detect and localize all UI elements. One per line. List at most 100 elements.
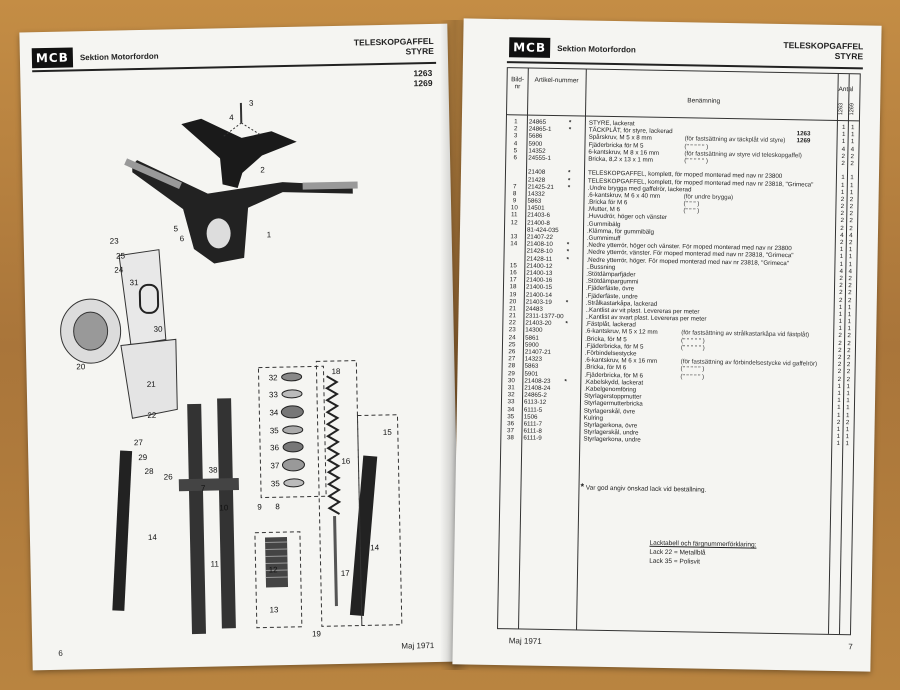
cell-star: *: [567, 169, 571, 177]
header-artikel-nummer: Artikel-nummer: [534, 76, 579, 85]
svg-text:18: 18: [331, 367, 341, 376]
lacquer-35: Lack 35 = Polisvit: [649, 557, 701, 566]
svg-text:29: 29: [138, 453, 148, 462]
table-header: Bild-nr Artikel-nummer Benämning Antal 1…: [506, 68, 860, 122]
cell-star: *: [565, 298, 569, 306]
right-grip: [302, 181, 358, 190]
cell-star: *: [568, 126, 572, 134]
footnote: * Var god angiv önskad lack vid beställn…: [580, 482, 706, 494]
svg-text:2: 2: [260, 165, 265, 174]
svg-text:25: 25: [116, 251, 126, 260]
left-page-date: Maj 1971: [401, 640, 435, 651]
mcb-logo: MCB: [31, 47, 74, 69]
svg-text:27: 27: [134, 438, 144, 447]
svg-text:24: 24: [114, 265, 124, 274]
parts-table: Bild-nr Artikel-nummer Benämning Antal 1…: [497, 67, 861, 636]
left-page: MCB Sektion Motorfordon TELESKOPGAFFEL S…: [19, 23, 461, 671]
lower-bridge-part: [178, 478, 239, 492]
svg-text:36: 36: [270, 443, 280, 452]
handlebar-cover-part: [181, 118, 297, 189]
lower-outer-tube-left: [112, 450, 133, 611]
svg-text:20: 20: [76, 362, 86, 371]
header-antal: Antal: [838, 85, 854, 94]
lacquer-table: Lacktabell och färgnummerförklaring: Lac…: [649, 539, 756, 568]
section-label: Sektion Motorfordon: [79, 51, 159, 63]
svg-text:14: 14: [370, 543, 380, 552]
svg-text:31: 31: [130, 278, 140, 287]
title-line-1-right: TELESKOPGAFFEL: [783, 39, 864, 52]
svg-text:22: 22: [147, 411, 157, 420]
header-benamning: Benämning: [687, 97, 721, 105]
svg-text:34: 34: [269, 408, 279, 417]
svg-text:4: 4: [229, 113, 234, 122]
handlebar-part: [132, 160, 353, 264]
model-1269: 1269: [413, 77, 433, 89]
svg-text:23: 23: [110, 237, 120, 246]
left-fork-tube: [187, 403, 206, 635]
svg-text:5: 5: [173, 224, 178, 233]
model-1263: 1263: [413, 67, 433, 79]
svg-text:15: 15: [383, 428, 393, 437]
svg-text:12: 12: [269, 565, 279, 574]
cell-qty-1269: 1: [845, 440, 850, 448]
svg-text:35: 35: [270, 426, 280, 435]
left-page-number: 6: [58, 648, 63, 658]
svg-text:11: 11: [210, 559, 219, 568]
svg-text:10: 10: [219, 503, 229, 512]
cell-star: *: [567, 176, 571, 184]
svg-text:26: 26: [164, 472, 174, 481]
svg-text:19: 19: [312, 629, 322, 638]
right-fork-tube: [217, 398, 236, 629]
cell-star: *: [566, 255, 569, 263]
svg-text:16: 16: [341, 457, 351, 466]
footnote-star: *: [580, 481, 585, 492]
mcb-logo-right: MCB: [508, 37, 551, 58]
header-bild-nr: Bild-nr: [511, 76, 525, 91]
cell-star: *: [566, 241, 570, 249]
header-1263: 1263: [838, 102, 845, 116]
svg-text:13: 13: [269, 605, 279, 614]
svg-text:3: 3: [249, 99, 254, 108]
bracket-plate-part: [120, 338, 178, 419]
cell-star: *: [566, 248, 570, 256]
header-1269: 1269: [849, 103, 856, 116]
svg-text:35: 35: [271, 479, 281, 488]
page-title: TELESKOPGAFFEL STYRE: [354, 36, 434, 58]
lower-outer-tube-right: [349, 455, 378, 617]
svg-text:8: 8: [275, 502, 280, 511]
cell-star: *: [564, 377, 567, 386]
model-numbers: 1263 1269: [413, 68, 432, 88]
svg-text:9: 9: [257, 503, 262, 512]
page-title-right: TELESKOPGAFFEL STYRE: [783, 40, 863, 61]
svg-text:30: 30: [154, 325, 164, 334]
svg-text:37: 37: [270, 461, 280, 470]
cell-star: *: [565, 320, 568, 328]
cable-shield-part: [118, 249, 167, 346]
svg-text:14: 14: [148, 533, 158, 542]
cell-bild-nr: 38: [506, 434, 514, 442]
svg-text:33: 33: [269, 390, 279, 399]
title-line-2: STYRE: [405, 45, 434, 57]
svg-text:7: 7: [201, 484, 206, 493]
right-page-number: 7: [848, 642, 853, 652]
cell-star: *: [567, 183, 571, 191]
cell-star: *: [568, 119, 572, 127]
header-rule: [32, 61, 437, 72]
handlebar-hole: [206, 218, 231, 249]
cell-name: Styrlagerkona, undre: [583, 435, 641, 444]
cell-artikel: 6111-9: [523, 434, 542, 443]
title-line-2-right: STYRE: [834, 50, 864, 62]
left-grip: [124, 158, 182, 189]
svg-text:6: 6: [180, 234, 185, 243]
right-page: MCB Sektion Motorfordon TELESKOPGAFFEL S…: [452, 18, 882, 672]
cell-qty-1263: 1: [836, 440, 841, 448]
svg-text:32: 32: [269, 373, 279, 382]
svg-text:28: 28: [144, 467, 154, 476]
rubber-bellows-part: [264, 537, 289, 588]
footnote-text: Var god angiv önskad lack vid beställnin…: [585, 484, 707, 494]
svg-text:38: 38: [208, 465, 218, 474]
svg-text:21: 21: [147, 380, 157, 389]
svg-text:17: 17: [341, 569, 351, 578]
shock-spring-part: [324, 375, 342, 515]
